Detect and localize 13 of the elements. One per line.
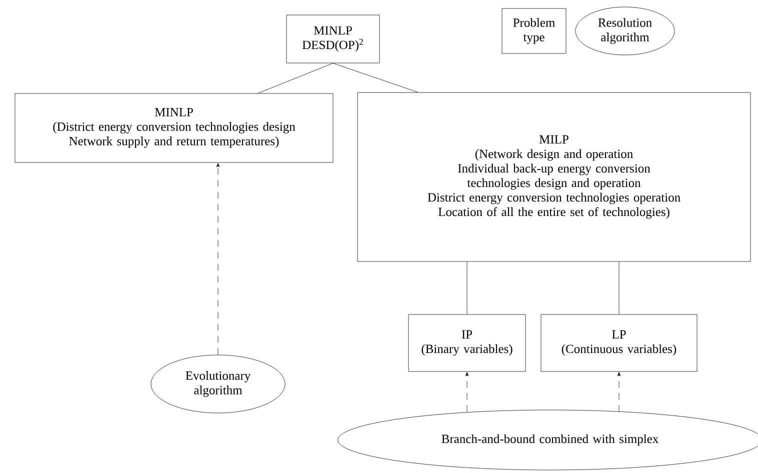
- problem-box: MILP (Network design and operation Individual back-up energy conversion technologies design and operation District energy conversion technologies operation Location of all the entire set of technologies): [357, 92, 751, 262]
- legend-box: Problem type: [502, 8, 566, 54]
- arrow: [216, 163, 220, 355]
- problem-box: IP (Binary variables): [408, 314, 526, 372]
- problem-box: MINLP DESD(OP)$^{2}$: [286, 14, 380, 64]
- arrow: [617, 372, 621, 412]
- problem-box: LP (Continuous variables): [540, 314, 698, 372]
- problem-box: MINLP (District energy conversion technologies design Network supply and return temperatures): [14, 93, 334, 163]
- connector-line: [618, 261, 620, 314]
- arrow: [465, 372, 469, 412]
- connector-line: [466, 261, 468, 314]
- connector-line: [258, 62, 334, 94]
- connector-line: [332, 62, 418, 92]
